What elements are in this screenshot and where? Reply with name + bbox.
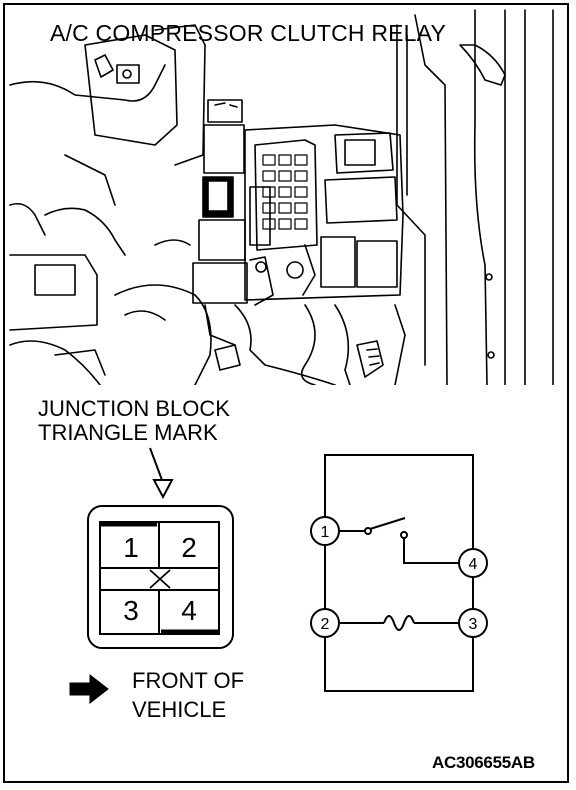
triangle-mark-label: TRIANGLE MARK — [38, 420, 218, 445]
junction-block-label: JUNCTION BLOCK — [38, 396, 230, 421]
triangle-leader-line — [149, 447, 163, 481]
circuit-terminal-2: 2 — [321, 616, 330, 633]
front-of-label: FRONT OF — [132, 668, 245, 693]
circuit-terminals: 1 4 2 3 — [310, 516, 488, 638]
relay-socket: 1 2 3 4 — [87, 505, 234, 649]
triangle-down-icon — [152, 479, 174, 500]
engine-bay-illustration — [9, 9, 554, 385]
circuit-terminal-1: 1 — [321, 524, 330, 541]
socket-terminal-3: 3 — [123, 595, 139, 626]
circuit-terminal-3: 3 — [469, 616, 478, 633]
vehicle-label: VEHICLE — [132, 697, 227, 722]
socket-terminal-4: 4 — [181, 595, 197, 626]
relay-diagram: 1 2 3 4 1 4 2 3 — [69, 447, 488, 705]
arrow-right-icon — [69, 673, 109, 705]
circuit-terminal-4: 4 — [469, 556, 478, 573]
figure-code: AC306655AB — [432, 753, 535, 772]
diagram-frame — [3, 3, 569, 783]
socket-terminal-2: 2 — [181, 532, 197, 563]
relay-title-callout: A/C COMPRESSOR CLUTCH RELAY — [50, 20, 447, 46]
socket-terminal-1: 1 — [123, 532, 139, 563]
relay-circuit — [324, 454, 474, 692]
